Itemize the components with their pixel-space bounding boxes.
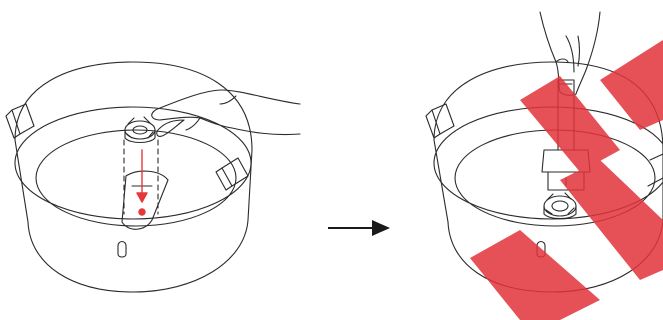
pot-handle-right-2 xyxy=(648,154,663,186)
arrow-right-icon xyxy=(328,220,390,236)
pot-handle-right xyxy=(216,158,248,190)
hand-left-icon xyxy=(152,90,300,136)
placement-guide-lines xyxy=(124,140,158,214)
step-1-panel xyxy=(6,62,300,292)
pot-left xyxy=(15,62,252,292)
pot-handle-left-2 xyxy=(426,104,454,138)
watermark-logo xyxy=(470,40,663,320)
insert-direction-arrow xyxy=(137,150,147,215)
filter-cap-seated-icon xyxy=(544,193,576,219)
pot-handle-left xyxy=(6,104,34,138)
filter-slot xyxy=(122,171,168,229)
